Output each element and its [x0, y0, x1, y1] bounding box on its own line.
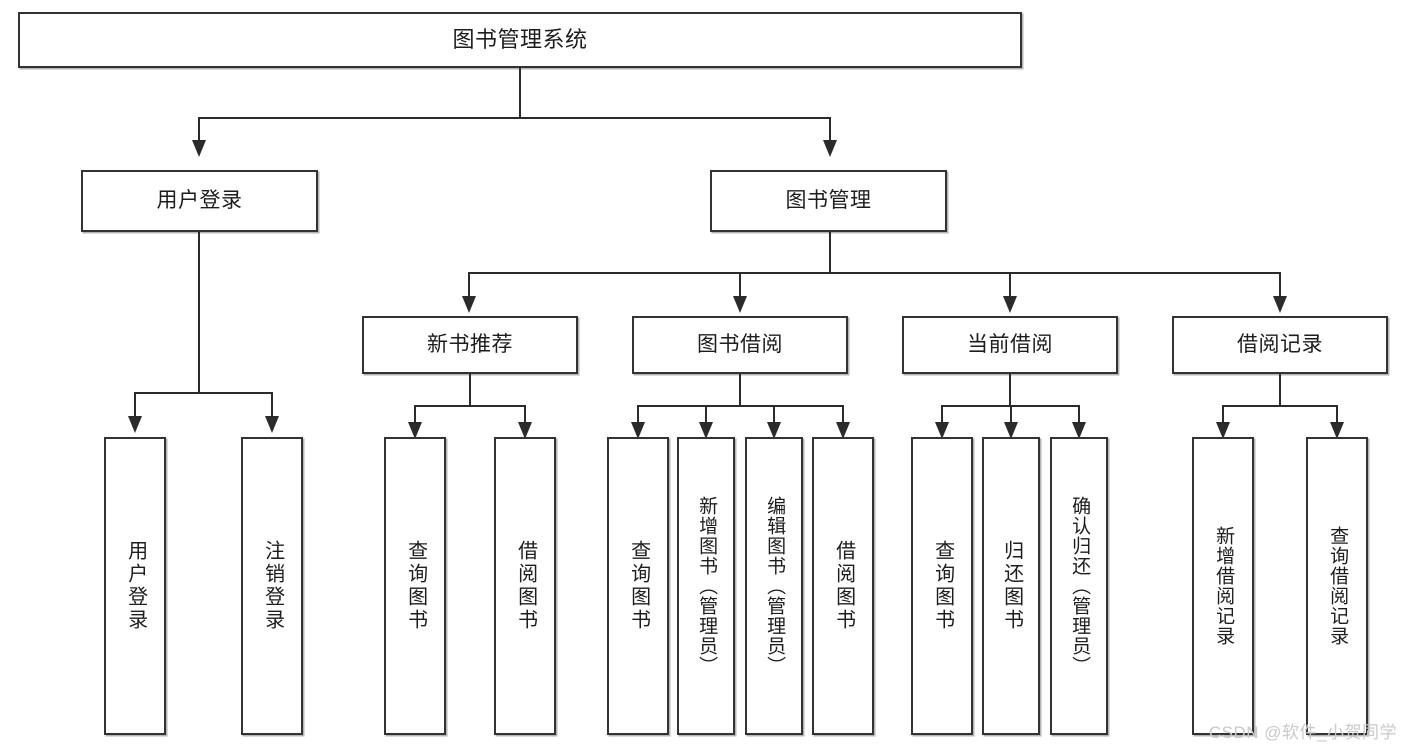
arrowhead-leaf-add-book: [699, 422, 713, 439]
connector-book-mgmt-to-new-book: [468, 272, 470, 298]
node-label: 查询借阅记录: [1327, 526, 1349, 646]
arrowhead-borrow-record: [1273, 296, 1287, 313]
arrowhead-leaf-borrow-book-2: [836, 422, 850, 439]
connector-book-borrow-leaf4: [842, 405, 844, 425]
connector-book-borrow-bus: [637, 405, 844, 407]
connector-user-login-leaf2: [271, 392, 273, 418]
node-root-system[interactable]: 图书管理系统: [18, 12, 1022, 68]
node-label: 查询图书: [404, 540, 427, 632]
connector-book-borrow-leaf1: [637, 405, 639, 425]
arrowhead-leaf-add-record: [1216, 422, 1230, 439]
connector-book-borrow-stem: [739, 374, 741, 406]
connector-current-borrow-leaf2: [1010, 405, 1012, 425]
node-label: 图书管理: [785, 189, 872, 213]
leaf-user-login[interactable]: 用户登录: [104, 437, 166, 735]
node-user-login[interactable]: 用户登录: [81, 170, 318, 232]
node-label: 借阅记录: [1237, 333, 1323, 357]
connector-book-mgmt-to-borrow: [739, 272, 741, 298]
node-label: 当前借阅: [967, 333, 1053, 357]
node-label: 图书管理系统: [452, 26, 588, 52]
node-label: 新增借阅记录: [1213, 526, 1235, 646]
leaf-borrow-book-recommend[interactable]: 借阅图书: [494, 437, 556, 735]
arrowhead-leaf-return-book: [1004, 422, 1018, 439]
connector-book-mgmt-bus: [468, 272, 1280, 274]
node-label: 归还图书: [1000, 540, 1023, 632]
node-borrow-record[interactable]: 借阅记录: [1172, 316, 1388, 374]
arrowhead-leaf-borrow-book-1: [518, 422, 532, 439]
leaf-edit-book[interactable]: 编辑图书（管理员）: [745, 437, 803, 735]
leaf-add-borrow-record[interactable]: 新增借阅记录: [1192, 437, 1254, 735]
arrowhead-leaf-query-record: [1330, 422, 1344, 439]
leaf-return-book[interactable]: 归还图书: [982, 437, 1040, 735]
csdn-watermark: CSDN @软件_小贺同学: [1208, 723, 1397, 742]
connector-borrow-record-leaf1: [1222, 405, 1224, 425]
connector-borrow-record-bus: [1222, 405, 1338, 407]
connector-borrow-record-leaf2: [1336, 405, 1338, 425]
connector-current-borrow-stem: [1009, 374, 1011, 406]
leaf-query-book-recommend[interactable]: 查询图书: [384, 437, 446, 735]
node-label: 借阅图书: [514, 540, 537, 632]
node-label: 新书推荐: [427, 333, 513, 357]
arrowhead-leaf-query-book-2: [631, 422, 645, 439]
connector-user-login-leaf1: [134, 392, 136, 418]
connector-current-borrow-leaf1: [941, 405, 943, 425]
leaf-confirm-return[interactable]: 确认归还（管理员）: [1050, 437, 1108, 735]
node-label: 注销登录: [261, 540, 284, 632]
connector-root-stem: [519, 68, 521, 118]
node-current-borrow[interactable]: 当前借阅: [902, 316, 1118, 374]
node-label: 图书借阅: [697, 333, 783, 357]
connector-new-book-stem: [469, 374, 471, 406]
arrowhead-leaf-user-login: [128, 416, 142, 433]
node-new-book-recommend[interactable]: 新书推荐: [362, 316, 578, 374]
arrowhead-leaf-confirm-return: [1072, 422, 1086, 439]
connector-book-mgmt-to-current: [1009, 272, 1011, 298]
connector-new-book-leaf1: [414, 405, 416, 425]
node-label: 新增图书（管理员）: [696, 496, 718, 676]
leaf-add-book[interactable]: 新增图书（管理员）: [677, 437, 735, 735]
leaf-borrow-book[interactable]: 借阅图书: [812, 437, 874, 735]
node-label: 编辑图书（管理员）: [764, 496, 786, 676]
arrowhead-new-book-recommend: [462, 296, 476, 313]
node-label: 查询图书: [627, 540, 650, 632]
arrowhead-leaf-query-book-3: [935, 422, 949, 439]
leaf-query-book-current[interactable]: 查询图书: [911, 437, 973, 735]
connector-new-book-bus: [414, 405, 526, 407]
arrowhead-current-borrow: [1003, 296, 1017, 313]
connector-root-to-book-mgmt: [829, 117, 831, 142]
node-book-management[interactable]: 图书管理: [710, 170, 947, 232]
arrowhead-leaf-logout: [265, 416, 279, 433]
node-label: 查询图书: [931, 540, 954, 632]
connector-user-login-stem: [198, 232, 200, 393]
connector-new-book-leaf2: [524, 405, 526, 425]
leaf-logout[interactable]: 注销登录: [241, 437, 303, 735]
connector-book-mgmt-stem: [829, 232, 831, 273]
node-label: 确认归还（管理员）: [1069, 496, 1091, 676]
connector-book-mgmt-to-record: [1279, 272, 1281, 298]
node-book-borrow[interactable]: 图书借阅: [632, 316, 848, 374]
connector-user-login-bus: [134, 392, 271, 394]
node-label: 用户登录: [156, 189, 243, 213]
connector-root-to-user-login: [198, 117, 200, 142]
connector-book-borrow-leaf3: [773, 405, 775, 425]
arrowhead-leaf-edit-book: [767, 422, 781, 439]
leaf-query-borrow-record[interactable]: 查询借阅记录: [1306, 437, 1368, 735]
arrowhead-user-login: [192, 140, 206, 157]
connector-root-bus: [198, 117, 831, 119]
arrowhead-book-mgmt: [823, 140, 837, 157]
connector-current-borrow-leaf3: [1078, 405, 1080, 425]
connector-borrow-record-stem: [1279, 374, 1281, 406]
connector-book-borrow-leaf2: [705, 405, 707, 425]
arrowhead-leaf-query-book-1: [408, 422, 422, 439]
node-label: 借阅图书: [832, 540, 855, 632]
arrowhead-book-borrow: [733, 296, 747, 313]
node-label: 用户登录: [124, 540, 147, 632]
leaf-query-book-borrow[interactable]: 查询图书: [607, 437, 669, 735]
